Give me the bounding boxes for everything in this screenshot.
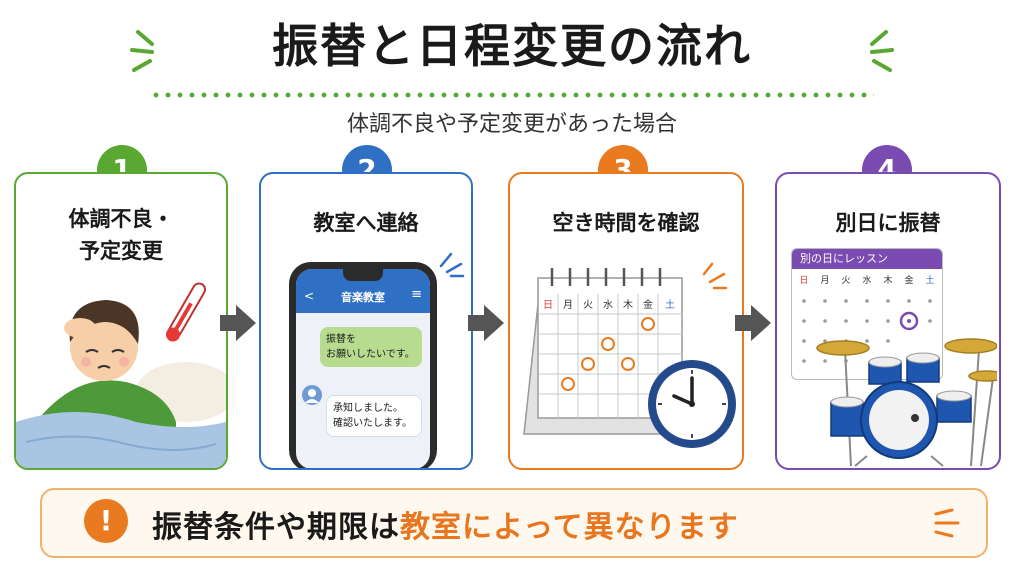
title-burst-right-icon (870, 30, 894, 72)
smartphone: < 音楽教室 ≡ 振替を お願いしたいです。 承知しました。 確認いたします。 (289, 262, 437, 468)
cal4-day-3: 水 (862, 274, 871, 286)
cal4-day-1: 月 (820, 275, 829, 286)
notice-banner: ! 振替条件や期限は教室によって異なります (40, 488, 988, 558)
cal4-day-0: 日 (799, 275, 808, 286)
back-icon[interactable]: < (304, 289, 315, 303)
step-2-label: 教室へ連絡 (313, 211, 419, 235)
chat-title: 音楽教室 (341, 291, 385, 304)
notice-text: 振替条件や期限は教室によって異なります (152, 502, 739, 546)
reply-message-line1: 承知しました。 (333, 403, 403, 414)
clock-icon (648, 360, 736, 448)
sparkle-icon (702, 262, 728, 290)
step-3-card: 空き時間を確認 日 月 火 水 木 金 土 (508, 172, 744, 470)
arrow-right-icon (735, 305, 771, 341)
notice-text-accent: 教室によって異なります (400, 510, 739, 545)
step-3-label: 空き時間を確認 (552, 211, 700, 235)
step-1-label-line1: 体調不良・ (68, 207, 174, 231)
reply-message-line2: 確認いたします。 (333, 418, 412, 429)
lesson-calendar-grid: 日 月 火 水 木 金 土 (799, 274, 935, 363)
arrow-right-icon (220, 305, 256, 341)
title-burst-left-icon (130, 30, 154, 72)
sick-child-illustration (16, 282, 226, 468)
phone-screen: < 音楽教室 ≡ 振替を お願いしたいです。 承知しました。 確認いたします。 (296, 269, 430, 468)
drum-kit-illustration (816, 338, 997, 467)
cal4-day-2: 火 (841, 275, 850, 286)
subtitle: 体調不良や予定変更があった場合 (346, 112, 677, 137)
cal3-day-2: 火 (583, 299, 593, 311)
sent-message-line1: 振替を (326, 334, 356, 345)
cal3-day-4: 木 (623, 299, 633, 311)
lesson-calendar-title: 別の日にレッスン (792, 249, 942, 269)
cal4-day-6: 土 (925, 274, 934, 286)
dotted-divider (150, 92, 874, 98)
step-1-label-line2: 予定変更 (79, 239, 163, 263)
signal-burst-icon (439, 252, 465, 278)
sent-message-line2: お願いしたいです。 (326, 349, 415, 360)
cal3-day-1: 月 (563, 299, 573, 311)
step-1-card: 体調不良・ 予定変更 (14, 172, 228, 470)
warning-icon: ! (84, 499, 128, 543)
cal4-day-5: 金 (904, 274, 913, 286)
menu-icon[interactable]: ≡ (411, 287, 422, 302)
phone-header: < 音楽教室 ≡ (296, 269, 430, 313)
cal3-day-5: 金 (643, 298, 653, 311)
reply-message-bubble: 承知しました。 確認いたします。 (326, 395, 422, 437)
arrow-right-icon (468, 305, 504, 341)
cal3-day-3: 水 (603, 299, 613, 311)
avatar (302, 385, 322, 405)
step-4-card: 別日に振替 別の日にレッスン 日 月 火 水 木 金 土 (775, 172, 1001, 470)
cal4-day-4: 木 (883, 274, 892, 286)
page-title: 振替と日程変更の流れ (272, 19, 752, 73)
notice-text-plain: 振替条件や期限は (152, 510, 400, 545)
sent-message-bubble: 振替を お願いしたいです。 (320, 327, 422, 367)
lesson-calendar: 別の日にレッスン 日 月 火 水 木 金 土 (791, 248, 943, 380)
cal3-day-0: 日 (543, 300, 553, 311)
step-4-label: 別日に振替 (835, 211, 941, 235)
emphasis-lines-icon (934, 508, 960, 538)
step-2-card: 教室へ連絡 < 音楽教室 ≡ 振替を お願いしたいです。 承知しました。 確認い… (259, 172, 473, 470)
cal3-day-6: 土 (665, 298, 675, 311)
